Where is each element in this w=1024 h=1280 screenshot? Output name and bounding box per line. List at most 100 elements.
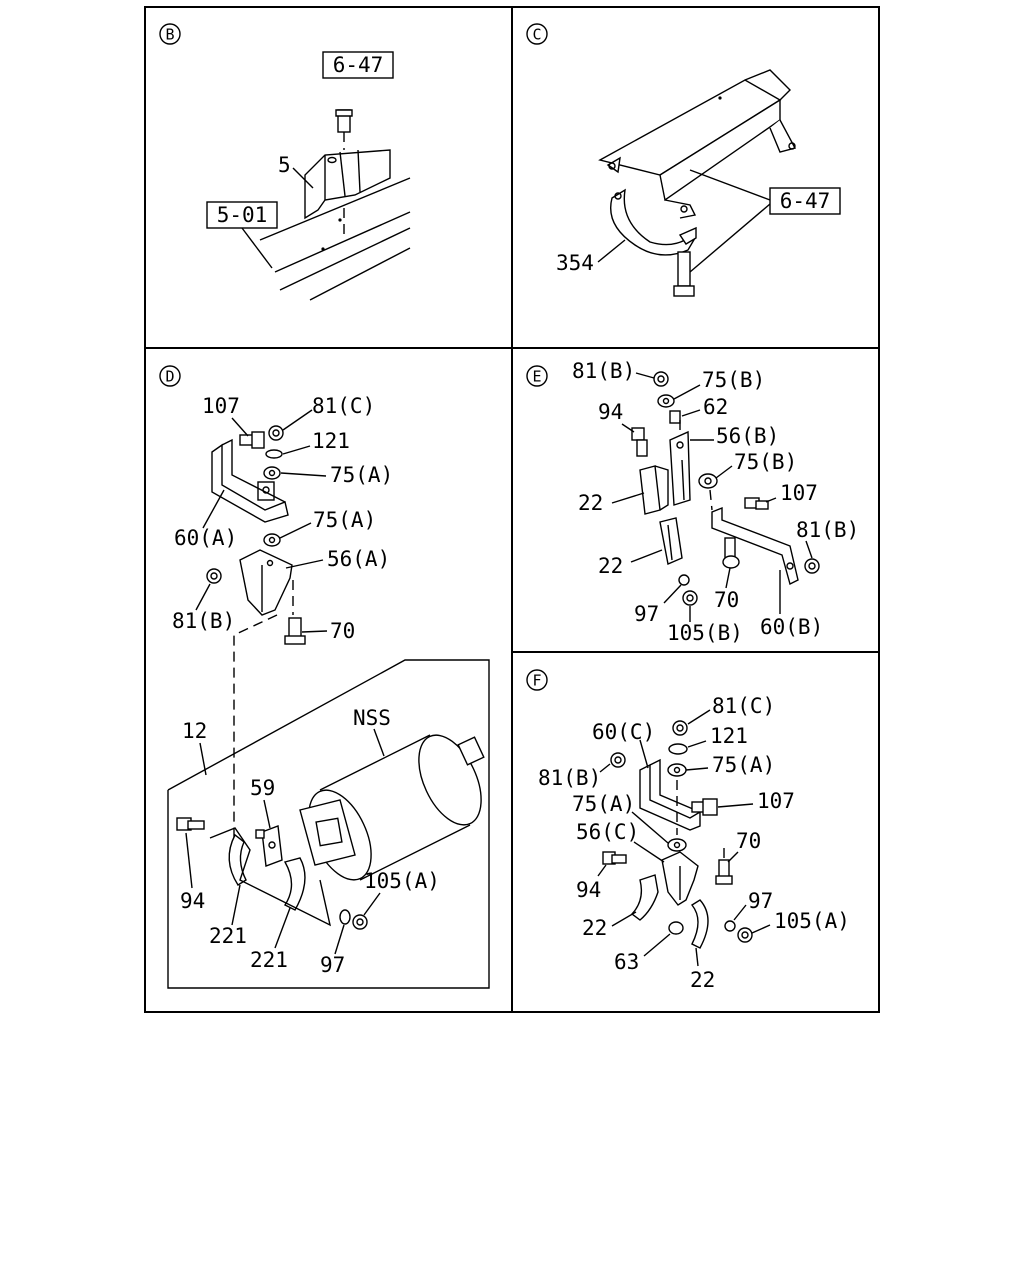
bolt-107: [239, 431, 265, 449]
bolt-70: [722, 537, 740, 569]
ref-box-6-47: 6-47: [769, 187, 841, 215]
ref-box-6-47: 6-47: [322, 51, 394, 79]
bolt: [335, 109, 353, 150]
label-75b-top: 75(B): [702, 368, 765, 392]
nut-105a: [352, 914, 368, 930]
bush-75b-mid: [698, 473, 718, 489]
label-105a: 105(A): [364, 869, 440, 893]
bolt-107: [744, 497, 769, 510]
clamp-221-right: [283, 857, 306, 911]
label-107: 107: [202, 394, 240, 418]
label-56a: 56(A): [327, 547, 390, 571]
bracket-56c: [661, 851, 699, 906]
label-105b: 105(B): [667, 621, 743, 645]
label-121: 121: [312, 429, 350, 453]
label-94: 94: [576, 878, 601, 902]
bolt-70: [715, 859, 733, 885]
panel-id-badge: D: [159, 365, 181, 387]
label-63: 63: [614, 950, 639, 974]
label-94: 94: [180, 889, 205, 913]
bracket-59: [255, 825, 283, 867]
nut-105a: [737, 927, 753, 943]
label-97: 97: [320, 953, 345, 977]
label-121: 121: [710, 724, 748, 748]
label-62: 62: [703, 395, 728, 419]
svg-text:C: C: [532, 26, 541, 44]
svg-text:F: F: [532, 672, 541, 690]
bracket-part-5: [304, 149, 391, 220]
washer-121: [265, 449, 283, 459]
bolt-94: [631, 427, 648, 457]
label-part-354: 354: [556, 251, 594, 275]
panel-id-badge: F: [526, 669, 548, 691]
washer-121: [668, 743, 688, 755]
label-94: 94: [598, 400, 623, 424]
label-70: 70: [330, 619, 355, 643]
label-59: 59: [250, 776, 275, 800]
spacer-63: [668, 921, 684, 935]
bracket-56b: [669, 430, 691, 506]
diagram-frame: [144, 6, 880, 1013]
label-81b-right: 81(B): [796, 518, 859, 542]
nut-81c: [268, 425, 284, 441]
collar-62: [669, 410, 681, 424]
nut-81c: [672, 720, 688, 736]
bolt: [673, 251, 695, 297]
label-60c: 60(C): [592, 720, 655, 744]
label-22-left: 22: [582, 916, 607, 940]
svg-text:E: E: [532, 368, 541, 386]
label-56b: 56(B): [716, 424, 779, 448]
cross-member: [598, 69, 797, 219]
label-75a-left: 75(A): [572, 792, 635, 816]
clamp-22-left: [630, 874, 659, 921]
label-part-5: 5: [278, 153, 291, 177]
bolt-94: [176, 817, 205, 831]
muffler-assembly-outline: [167, 659, 490, 989]
label-221-left: 221: [209, 924, 247, 948]
label-97: 97: [634, 602, 659, 626]
label-221-right: 221: [250, 948, 288, 972]
muffler: [299, 734, 485, 881]
label-60a: 60(A): [174, 526, 237, 550]
svg-text:B: B: [165, 26, 174, 44]
bolt-107: [691, 798, 718, 816]
label-81b: 81(B): [172, 609, 235, 633]
label-70: 70: [714, 588, 739, 612]
bracket-60a: [211, 438, 289, 523]
washer-97: [678, 574, 690, 586]
ref-box-5-01: 5-01: [206, 201, 278, 229]
bush-75b-top: [657, 394, 675, 408]
label-22-lower: 22: [598, 554, 623, 578]
panel-b: B 6-47 5: [159, 23, 411, 301]
bush-75a-top: [667, 763, 687, 777]
panel-c: C 6-47: [526, 23, 841, 297]
clamp-22-lower: [659, 517, 683, 565]
clamp-part-354: [610, 188, 697, 256]
label-75a-right: 75(A): [712, 753, 775, 777]
panel-id-badge: B: [159, 23, 181, 45]
label-81c: 81(C): [712, 694, 775, 718]
svg-text:6-47: 6-47: [333, 53, 384, 77]
panel-id-badge: E: [526, 365, 548, 387]
label-81c: 81(C): [312, 394, 375, 418]
bush-75a-top: [263, 466, 281, 480]
svg-text:6-47: 6-47: [780, 189, 831, 213]
svg-text:5-01: 5-01: [217, 203, 268, 227]
clamp-221-left: [228, 833, 247, 886]
nut-105b: [682, 590, 698, 606]
bush-75a-bottom: [667, 838, 687, 852]
svg-text:D: D: [165, 368, 174, 386]
panel-f: F: [526, 669, 850, 992]
nut-81b: [206, 568, 222, 584]
label-75a-bottom: 75(A): [313, 508, 376, 532]
label-107: 107: [780, 481, 818, 505]
bush-75a-bottom: [263, 533, 281, 547]
label-56c: 56(C): [576, 820, 639, 844]
label-22-upper: 22: [578, 491, 603, 515]
bracket-60b: [711, 506, 799, 586]
washer-97: [339, 909, 351, 925]
label-97: 97: [748, 889, 773, 913]
bolt-94: [602, 851, 627, 865]
frame-rail: [259, 177, 411, 301]
